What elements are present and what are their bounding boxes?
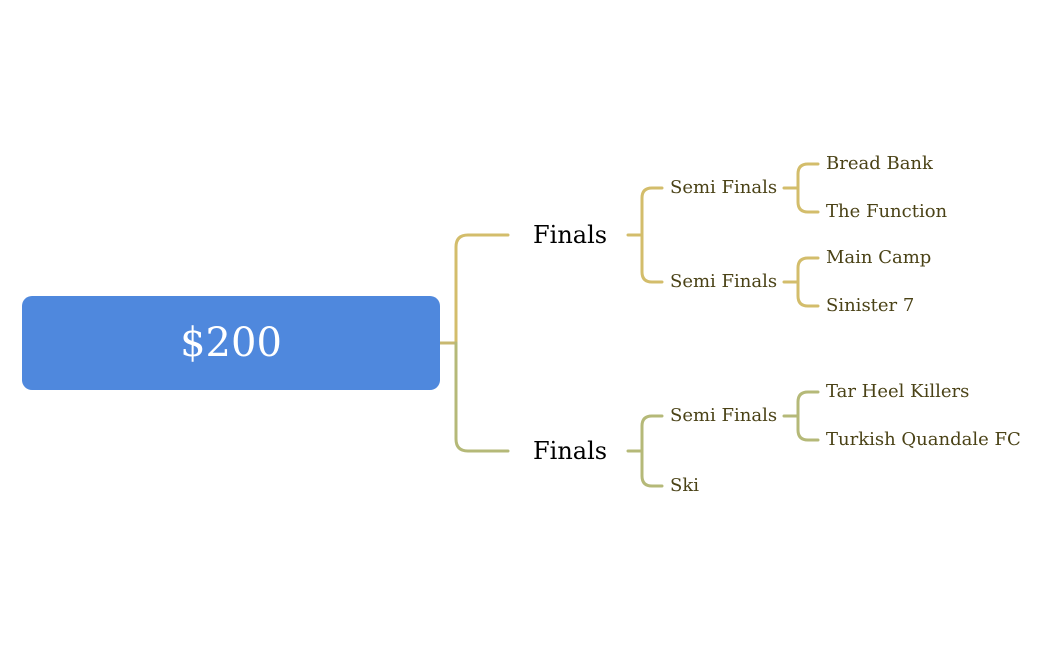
team-node-main-camp[interactable]: Main Camp (826, 247, 932, 268)
team-node-turkish-quandale-fc[interactable]: Turkish Quandale FC (826, 429, 1021, 450)
connector-semi-1 (640, 186, 664, 237)
finals-node-upper[interactable]: Finals (533, 221, 608, 249)
team-node-sinister-7[interactable]: Sinister 7 (826, 295, 915, 316)
finals-node-lower[interactable]: Finals (533, 437, 608, 465)
connector-the-function (796, 186, 820, 214)
connector-tar-heel-killers (796, 390, 820, 418)
connector-ski (640, 449, 664, 488)
semi-finals-node[interactable]: Semi Finals (670, 177, 778, 198)
team-node-tar-heel-killers[interactable]: Tar Heel Killers (826, 381, 970, 402)
branch-connector-finals-upper (454, 233, 510, 345)
semi-finals-node[interactable]: Semi Finals (670, 405, 778, 426)
team-node-ski[interactable]: Ski (670, 475, 699, 496)
root-node[interactable]: $200 (22, 296, 440, 390)
connector-main-camp (796, 256, 820, 284)
branch-connector-finals-lower (454, 341, 510, 453)
connector-semi-2 (640, 233, 664, 284)
team-node-bread-bank[interactable]: Bread Bank (826, 153, 933, 174)
connector-bread-bank (796, 162, 820, 190)
team-node-the-function[interactable]: The Function (826, 201, 948, 222)
connector-semi-3 (640, 414, 664, 453)
semi-finals-node[interactable]: Semi Finals (670, 271, 778, 292)
connector-sinister-7 (796, 280, 820, 308)
connector-turkish-quandale (796, 414, 820, 442)
